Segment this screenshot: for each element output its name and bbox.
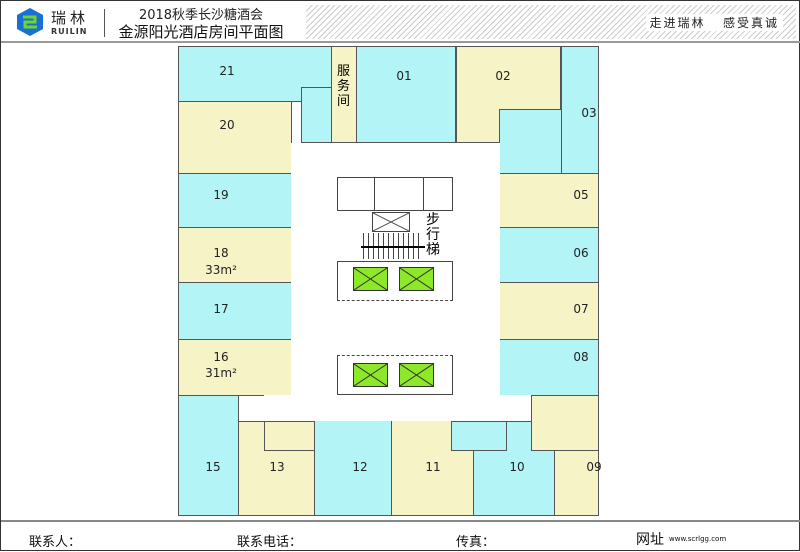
slogan-1: 走进瑞林 xyxy=(649,16,706,30)
brand-name-en: RUILIN xyxy=(51,27,88,36)
room-21-annex xyxy=(301,87,332,143)
room-17[interactable] xyxy=(178,282,302,340)
header: 瑞林 RUILIN 2018秋季长沙糖酒会 金源阳光酒店房间平面图 走进瑞林 感… xyxy=(1,1,800,43)
core-utility-room xyxy=(374,177,424,211)
room-18[interactable] xyxy=(178,227,302,283)
room-label: 18 xyxy=(213,246,229,260)
contact-label: 联系人： xyxy=(29,535,82,550)
room-label: 17 xyxy=(213,302,229,316)
room-label: 07 xyxy=(573,302,589,316)
room-label: 08 xyxy=(573,350,589,364)
room-label: 10 xyxy=(509,460,525,474)
room-label: 13 xyxy=(269,460,285,474)
phone-label: 联系电话： xyxy=(237,535,303,550)
room-01[interactable] xyxy=(356,46,456,143)
room-05[interactable] xyxy=(499,173,599,228)
corridor-south xyxy=(264,395,531,421)
room-label: 03 xyxy=(581,106,597,120)
room-label: 05 xyxy=(573,188,589,202)
stair-rail xyxy=(361,246,425,248)
room-label: 01 xyxy=(396,69,412,83)
room-area: 33m² xyxy=(205,263,237,277)
service-room-label: 服务间 xyxy=(337,64,351,109)
room-08[interactable] xyxy=(499,339,599,396)
room-03-annex xyxy=(499,109,562,174)
room-10-annex xyxy=(451,421,507,451)
room-label: 15 xyxy=(205,460,221,474)
footer: 联系人： 联系电话： 传真： 网址 www.scrlgg.com xyxy=(1,520,800,552)
room-label: 19 xyxy=(213,188,229,202)
room-label: 02 xyxy=(495,69,511,83)
website-link[interactable]: www.scrlgg.com xyxy=(669,535,727,543)
fax-label: 传真： xyxy=(456,535,496,550)
room-20[interactable] xyxy=(178,101,292,174)
stairs-label: 步行梯 xyxy=(426,212,440,258)
stair-shaft xyxy=(372,212,410,232)
ruilin-logo-icon xyxy=(17,8,43,36)
elevator-icon xyxy=(399,267,434,291)
room-label: 12 xyxy=(352,460,368,474)
elevator-icon xyxy=(353,363,388,387)
elevator-icon xyxy=(399,363,434,387)
room-label: 20 xyxy=(219,118,235,132)
room-15[interactable] xyxy=(178,395,239,516)
slogan: 走进瑞林 感受真诚 xyxy=(645,14,783,31)
event-title: 2018秋季长沙糖酒会 xyxy=(138,8,264,23)
room-label: 09 xyxy=(586,460,602,474)
room-area: 31m² xyxy=(205,366,237,380)
website-label: 网址 xyxy=(636,532,664,548)
elevator-icon xyxy=(353,267,388,291)
page-title: 金源阳光酒店房间平面图 xyxy=(118,23,284,41)
slogan-2: 感受真诚 xyxy=(722,16,779,30)
room-09-annex xyxy=(531,395,599,451)
room-label: 16 xyxy=(213,350,229,364)
room-label: 06 xyxy=(573,246,589,260)
room-label: 11 xyxy=(425,460,441,474)
room-label: 21 xyxy=(219,64,235,78)
brand-name: 瑞林 xyxy=(51,9,90,27)
divider xyxy=(104,9,105,37)
